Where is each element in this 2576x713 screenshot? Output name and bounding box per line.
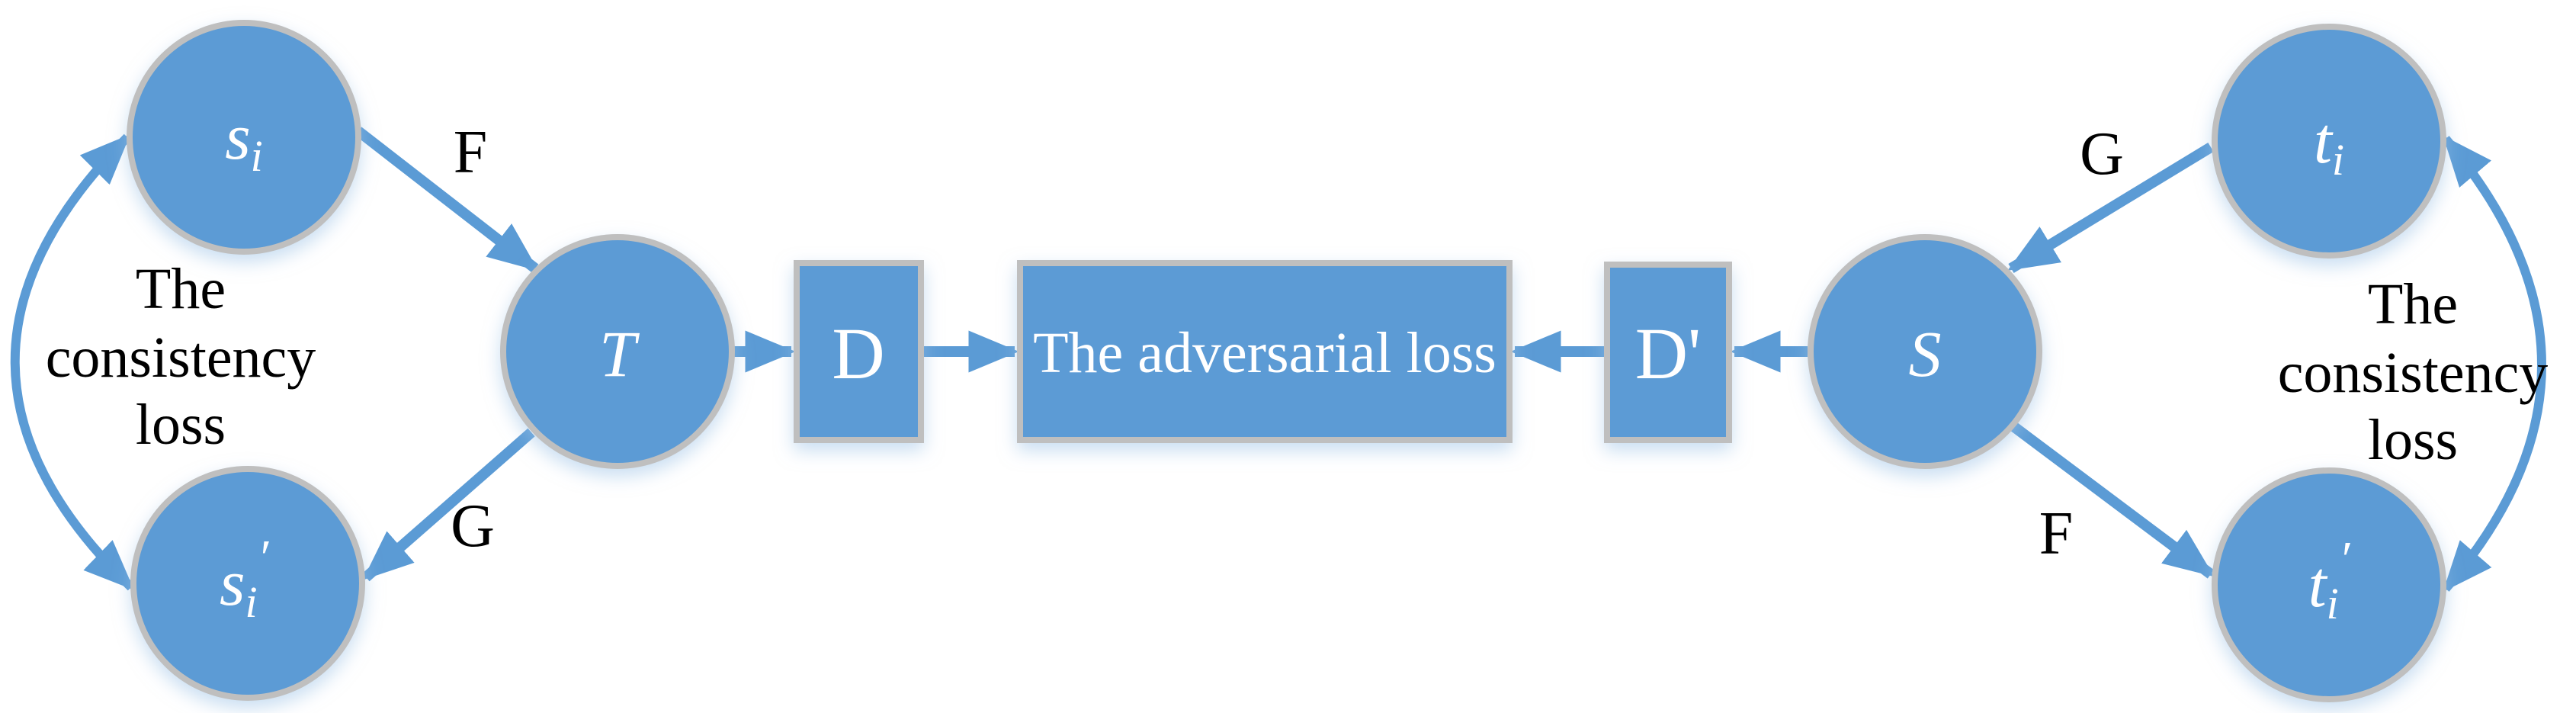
- arrow-ti-to-S: [2007, 143, 2214, 273]
- edge-label-F-right: F: [2039, 500, 2074, 567]
- left-consistency-line3: loss: [136, 393, 226, 457]
- arrow-S-to-ti-prime: [2010, 422, 2215, 579]
- node-si-circle: [127, 20, 361, 255]
- node-ti-prime-label: ti′: [2308, 532, 2351, 628]
- edge-label-G-right: G: [2080, 120, 2124, 188]
- node-labels: si si′ T D The adversarial loss D' S ti …: [220, 100, 2351, 628]
- right-consistency-line1: The: [2368, 272, 2458, 336]
- edge-labels: F G G F: [451, 119, 2124, 567]
- left-consistency-annotation: The consistency loss: [46, 257, 316, 457]
- node-D-label: D: [832, 313, 884, 394]
- right-consistency-line2: consistency: [2278, 341, 2549, 405]
- node-si-prime-circle: [130, 466, 365, 701]
- node-si-label: si: [225, 100, 263, 181]
- node-S-circle: [1808, 234, 2042, 469]
- adversarial-loss-label: The adversarial loss: [1033, 321, 1497, 385]
- left-consistency-line2: consistency: [46, 326, 316, 390]
- left-consistency-line1: The: [136, 257, 226, 321]
- right-consistency-annotation: The consistency loss: [2278, 272, 2549, 472]
- node-T-circle: [500, 234, 735, 469]
- node-S-label: S: [1909, 317, 1942, 390]
- arrow-si-to-T: [354, 127, 539, 273]
- edge-label-G-left: G: [451, 493, 495, 560]
- node-T-label: T: [599, 317, 640, 390]
- right-consistency-double-arrow: [2442, 135, 2546, 593]
- node-D-box: [794, 260, 924, 443]
- node-ti-circle: [2212, 24, 2446, 259]
- shapes: [127, 20, 2446, 702]
- edges: [10, 127, 2546, 593]
- node-ti-label: ti: [2314, 104, 2344, 185]
- node-ti-prime-circle: [2212, 467, 2446, 702]
- edge-label-F-left: F: [454, 119, 488, 186]
- right-consistency-line3: loss: [2368, 408, 2458, 472]
- node-si-prime-label: si′: [220, 530, 270, 627]
- node-Dprime-label: D': [1635, 313, 1702, 394]
- left-consistency-double-arrow: [10, 133, 135, 591]
- arrow-T-to-si-prime: [362, 428, 535, 582]
- node-Dprime-box: [1604, 262, 1732, 443]
- adversarial-loss-box: [1017, 260, 1513, 443]
